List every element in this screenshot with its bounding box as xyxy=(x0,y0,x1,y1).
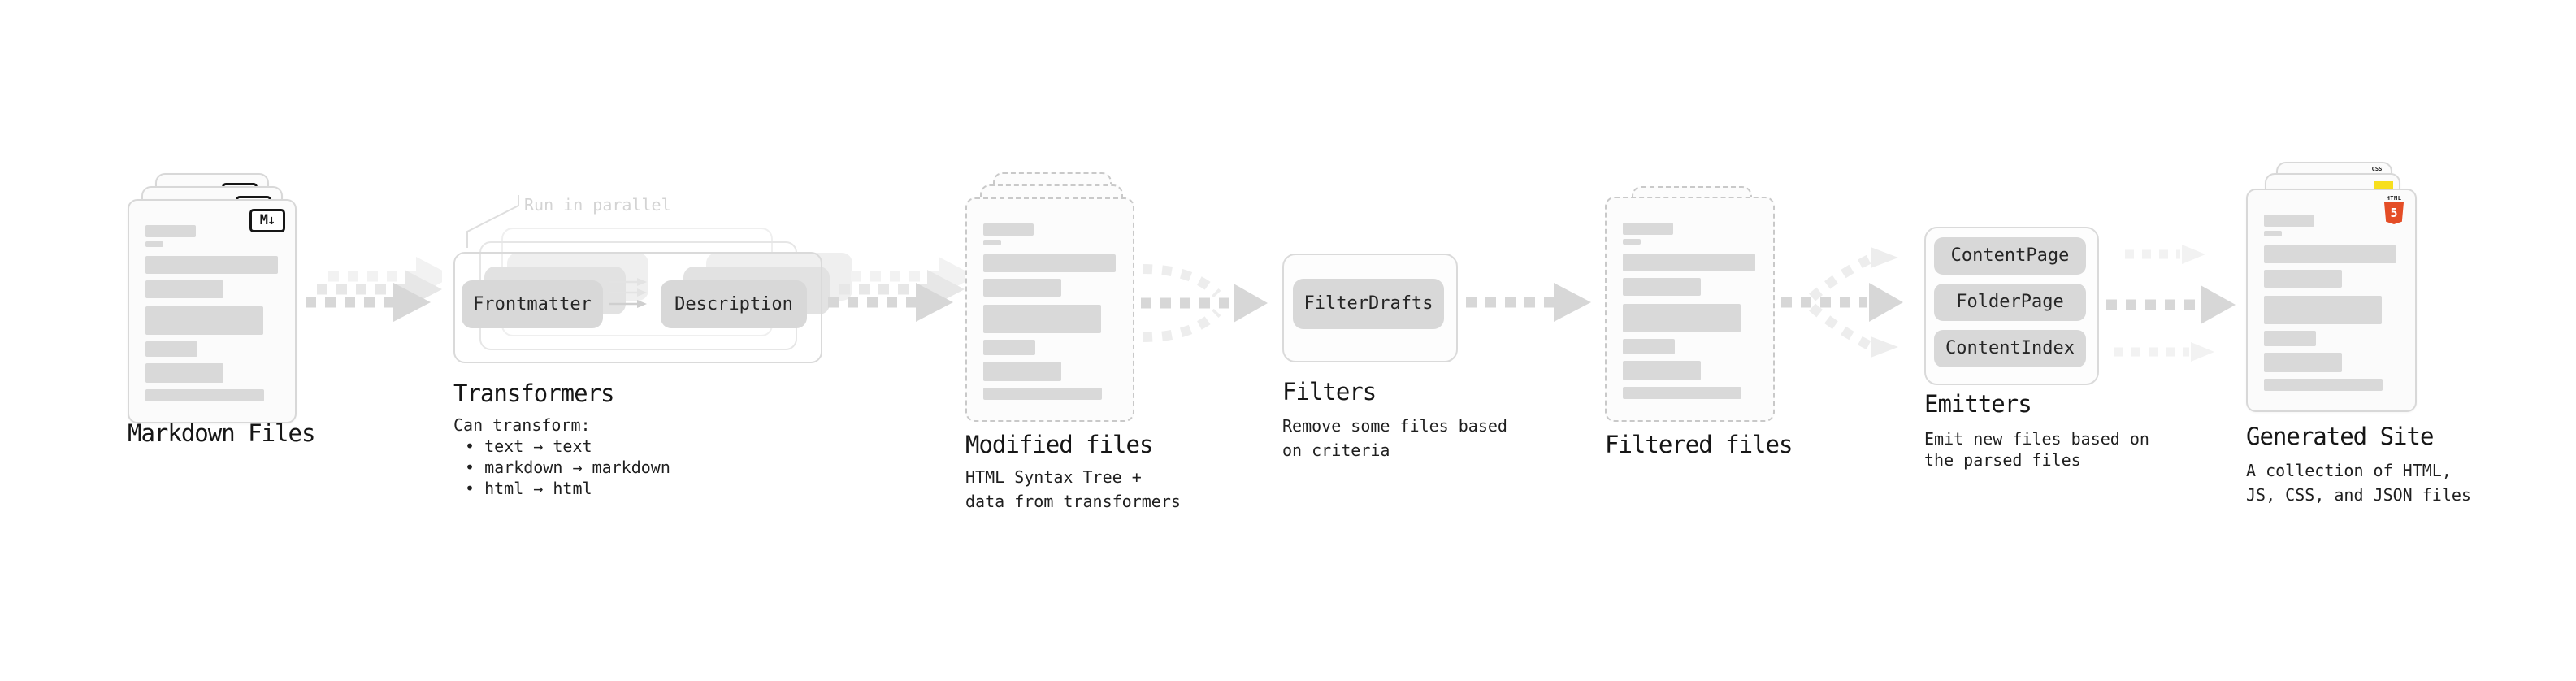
markdown-file-card-front: M↓ xyxy=(128,199,297,423)
transformer-pill-description: Description xyxy=(661,280,807,328)
stage-filters: FilterDrafts Filters Remove some files b… xyxy=(1282,254,1526,579)
transformers-note-title: Can transform: xyxy=(453,415,591,435)
html5-icon: HTML 5 xyxy=(2383,195,2405,224)
transformer-group-box-front xyxy=(453,252,822,363)
transformers-bullet: • html → html xyxy=(465,479,592,498)
transformer-pill-frontmatter: Frontmatter xyxy=(462,280,603,328)
stage-emitters: ContentPage FolderPage ContentIndex Emit… xyxy=(1924,227,2168,601)
emitters-note: Emit new files based on the parsed files xyxy=(1924,429,2149,470)
document-content-bars xyxy=(1607,198,1773,420)
stage-filtered-files: Filtered files xyxy=(1605,186,1793,641)
markdown-file-stack: M↓ M↓ M↓ xyxy=(128,173,297,423)
stage-label-transformers: Transformers xyxy=(453,380,615,407)
arrow-markdown-to-transformers xyxy=(306,257,442,322)
modified-files-note: HTML Syntax Tree + data from transformer… xyxy=(965,467,1181,511)
document-content-bars xyxy=(2248,190,2415,410)
stage-label-filters: Filters xyxy=(1282,378,1377,406)
generated-site-note: A collection of HTML, JS, CSS, and JSON … xyxy=(2246,461,2471,505)
stage-transformers: Frontmatter Description Transformers Can… xyxy=(453,228,852,681)
stage-label-filtered-files: Filtered files xyxy=(1605,431,1793,458)
document-content-bars xyxy=(967,199,1133,420)
arrow-transformers-to-modified xyxy=(828,257,965,322)
javascript-icon xyxy=(2374,181,2393,189)
stage-markdown-files: M↓ M↓ M↓ Markdown Files xyxy=(128,173,315,628)
stage-label-emitters: Emitters xyxy=(1924,390,2032,418)
emitter-pill-contentindex: ContentIndex xyxy=(1934,330,2086,367)
html5-shield: 5 xyxy=(2384,202,2404,224)
transformers-bullet: • markdown → markdown xyxy=(465,458,670,477)
document-content-bars xyxy=(129,201,295,422)
site-card-front-html: HTML 5 xyxy=(2246,189,2417,412)
stage-modified-files: Modified files HTML Syntax Tree + data f… xyxy=(965,172,1181,627)
markdown-icon: M↓ xyxy=(249,209,285,232)
transformers-bullet: • text → text xyxy=(465,436,592,456)
transformers-note: Can transform: • text → text • markdown … xyxy=(453,414,670,499)
stage-label-generated-site: Generated Site xyxy=(2246,423,2434,450)
arrows-emitters-to-site xyxy=(2106,245,2236,362)
arrow-filtered-to-emitters-fanout xyxy=(1781,247,1903,358)
emitter-pill-contentpage: ContentPage xyxy=(1934,237,2086,275)
run-in-parallel-callout: Run in parallel xyxy=(524,195,671,215)
stage-label-modified-files: Modified files xyxy=(965,431,1153,458)
filter-pill-filterdrafts: FilterDrafts xyxy=(1293,279,1444,329)
stage-generated-site: CSS HTML 5 Generated Site A collection o… xyxy=(2246,162,2471,617)
filters-note: Remove some files based on criteria xyxy=(1282,416,1507,460)
arrow-modified-to-filters-merge xyxy=(1141,264,1268,342)
modified-file-card-front xyxy=(965,197,1134,422)
filtered-file-card-front xyxy=(1605,197,1775,422)
stage-label-markdown-files: Markdown Files xyxy=(128,419,315,447)
emitter-pill-folderpage: FolderPage xyxy=(1934,284,2086,321)
arrow-filters-to-filtered xyxy=(1466,283,1591,322)
run-in-parallel-leader-line xyxy=(466,195,519,248)
frontmatter-to-description-arrows xyxy=(609,278,647,308)
